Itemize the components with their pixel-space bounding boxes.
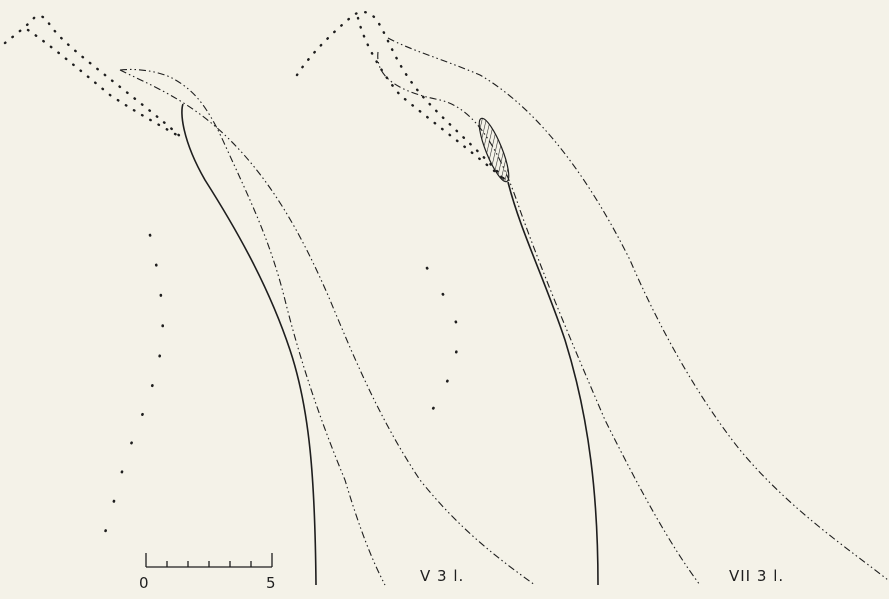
figure-v-left [3,14,536,586]
scale-max-label: 5 [266,574,277,592]
hatched-spot [478,117,510,183]
v-dotted-outline [3,14,184,140]
v-dot-row [98,233,164,555]
scale-bar [145,553,273,568]
figure-vii-right [295,10,889,586]
v-dotted-inner [26,28,184,140]
v-dashdot-inner [119,68,386,586]
figure-label-vii: VII 3 l. [729,567,785,585]
v-solid-line [181,103,317,586]
v-dashdot-outer [119,69,536,586]
vii-dashdot-inner [377,51,701,586]
vii-dotted-inner [356,16,507,182]
vii-solid-line [507,181,599,586]
vii-dot-row [419,266,460,428]
vii-dashdot-outer [387,37,889,581]
vii-dotted-outline [295,10,507,182]
scale-min-label: 0 [139,574,150,592]
figure-label-v: V 3 l. [420,567,465,585]
